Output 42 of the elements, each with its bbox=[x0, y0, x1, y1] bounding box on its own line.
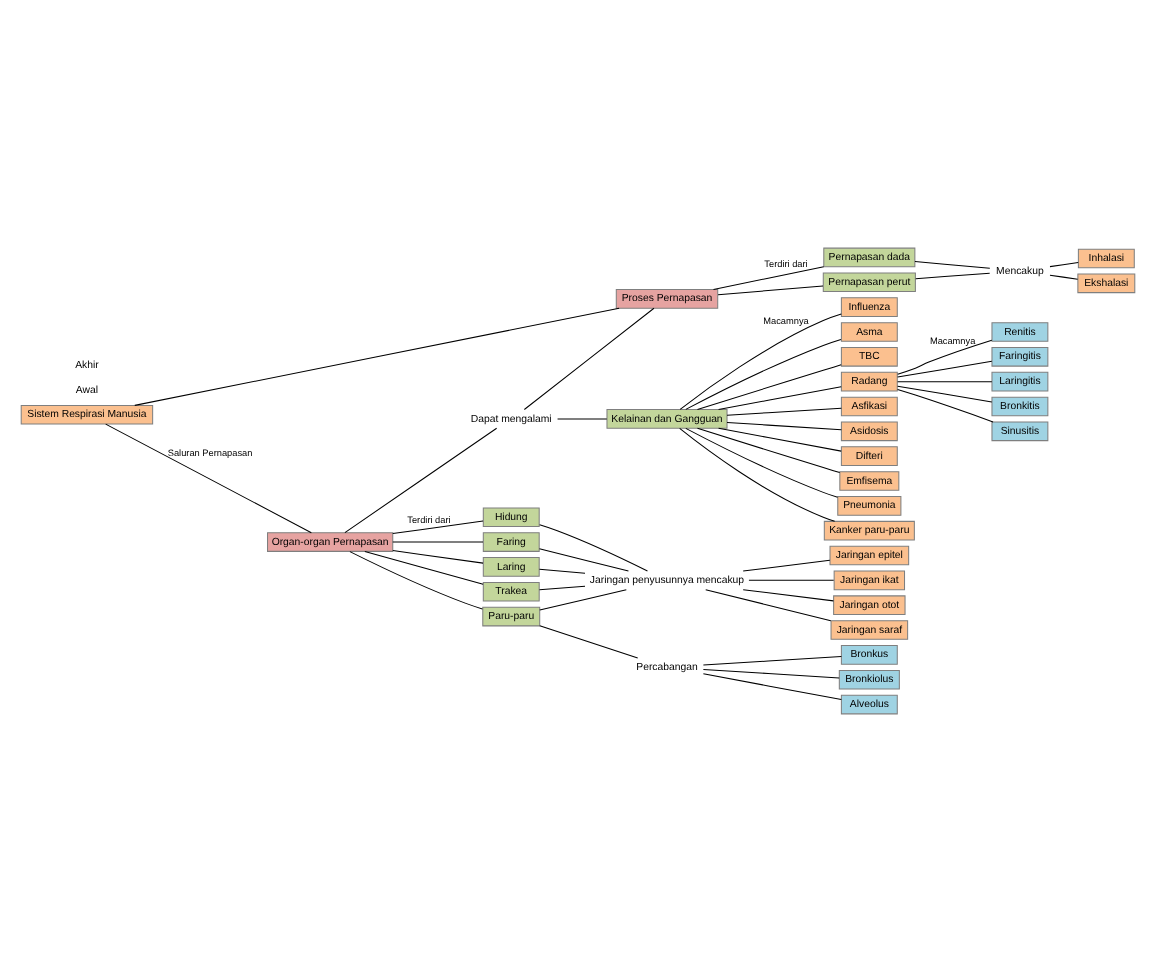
connector bbox=[914, 259, 991, 268]
connector bbox=[718, 426, 842, 451]
connector bbox=[538, 547, 629, 571]
connector bbox=[712, 265, 825, 289]
connector bbox=[897, 359, 993, 377]
connector bbox=[726, 406, 842, 415]
connector bbox=[897, 338, 993, 374]
connector bbox=[718, 385, 842, 410]
connector bbox=[1049, 273, 1079, 279]
connector bbox=[679, 312, 842, 409]
connector bbox=[696, 363, 842, 410]
connector bbox=[685, 337, 842, 409]
connector bbox=[702, 655, 842, 665]
connector bbox=[742, 558, 831, 571]
connector bbox=[105, 422, 312, 533]
connector bbox=[344, 426, 498, 533]
connector bbox=[702, 667, 840, 678]
connector bbox=[679, 426, 836, 521]
connector bbox=[685, 426, 839, 497]
connector bbox=[897, 380, 993, 382]
connector bbox=[364, 549, 484, 584]
connector bbox=[705, 588, 832, 621]
connector bbox=[538, 584, 586, 590]
connector bbox=[696, 426, 841, 473]
connector bbox=[392, 519, 484, 534]
connector bbox=[539, 624, 639, 658]
connector bbox=[897, 384, 993, 402]
connector bbox=[717, 284, 824, 295]
connector bbox=[349, 550, 483, 609]
connector bbox=[726, 421, 842, 430]
connector bbox=[523, 306, 655, 409]
connector bbox=[748, 578, 835, 580]
connector bbox=[539, 523, 648, 571]
connector bbox=[134, 306, 620, 405]
connector bbox=[742, 588, 834, 601]
connector bbox=[538, 567, 586, 573]
connector bbox=[1049, 260, 1079, 267]
connector bbox=[897, 388, 994, 422]
connector bbox=[539, 588, 627, 610]
connector bbox=[392, 549, 484, 563]
connector bbox=[702, 672, 842, 700]
connector bbox=[915, 271, 991, 279]
